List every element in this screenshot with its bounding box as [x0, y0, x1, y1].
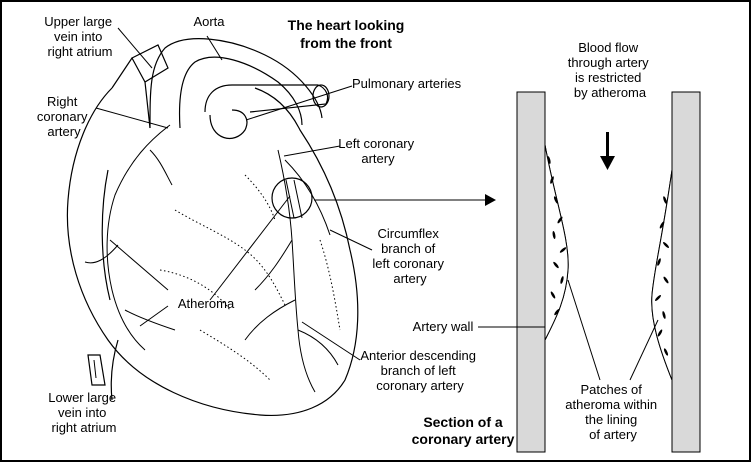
down-arrow-icon	[600, 132, 615, 170]
back-vessels-dotted	[174, 209, 286, 306]
label-left-coronary: Left coronary artery	[338, 136, 418, 166]
artery-section-illustration	[516, 91, 701, 453]
label-patches: Patches of atheroma within the lining of…	[565, 382, 660, 442]
upper-vein-vessel	[131, 44, 169, 83]
aorta-vessel	[149, 38, 323, 129]
right-arrow-icon	[314, 194, 496, 206]
label-right-coronary: Right coronary artery	[37, 94, 91, 139]
pulmonary-trunk	[204, 84, 329, 113]
leader-lines	[93, 27, 659, 381]
label-upper-vein: Upper large vein into right atrium	[44, 14, 116, 59]
atheroma-plaque-right	[651, 169, 673, 381]
label-anterior-descending: Anterior descending branch of left coron…	[360, 348, 479, 393]
anterior-descending-vessel	[277, 149, 316, 393]
heart-title-line1: The heart looking	[288, 17, 405, 33]
heart-outline	[66, 87, 359, 417]
atheroma-plaque-left	[544, 144, 569, 341]
right-coronary-vessel	[106, 124, 171, 351]
label-circumflex: Circumflex branch of left coronary arter…	[372, 226, 447, 286]
lower-vein-vessel	[87, 354, 106, 386]
label-pulmonary-arteries: Pulmonary arteries	[352, 76, 462, 91]
section-title-line1: Section of a	[423, 414, 503, 430]
label-lower-vein: Lower large vein into right atrium	[48, 390, 120, 435]
atheroma-highlight-circle	[271, 177, 313, 219]
label-atheroma: Atheroma	[178, 296, 235, 311]
section-title-line2: coronary artery	[412, 431, 515, 447]
atheroma-flecks	[547, 156, 669, 356]
heart-illustration	[66, 38, 359, 417]
heart-title-line2: from the front	[300, 35, 392, 51]
label-blood-flow: Blood flow through artery is restricted …	[568, 40, 653, 100]
label-artery-wall: Artery wall	[413, 319, 474, 334]
label-aorta: Aorta	[193, 14, 225, 29]
